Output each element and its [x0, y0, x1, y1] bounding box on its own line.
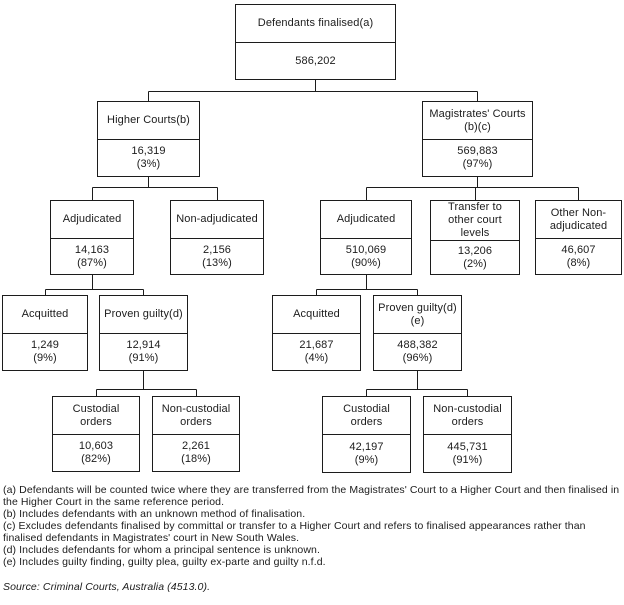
- node-percent: (97%): [462, 158, 493, 170]
- node-value: 10,603 (82%): [53, 435, 139, 471]
- node-value: 510,069 (90%): [321, 239, 411, 274]
- node-value: 2,156 (13%): [171, 239, 263, 274]
- node-transfer-other-court-levels: Transfer to other court levels 13,206 (2…: [430, 200, 520, 275]
- node-count: 10,603: [78, 440, 114, 452]
- node-value: 445,731 (91%): [424, 435, 511, 472]
- node-count: 13,206: [457, 244, 493, 257]
- node-percent: (87%): [77, 256, 107, 269]
- node-proven-guilty-higher: Proven guilty(d) 12,914 (91%): [99, 295, 188, 371]
- node-count: 2,261: [181, 440, 211, 452]
- node-custodial-orders-higher: Custodial orders 10,603 (82%): [52, 396, 140, 472]
- node-label: Higher Courts(b): [98, 102, 199, 140]
- node-percent: (9%): [33, 352, 57, 364]
- node-count: 46,607: [561, 243, 596, 256]
- node-percent: (9%): [354, 453, 379, 466]
- node-count: 2,156: [202, 243, 232, 256]
- node-percent: (18%): [181, 453, 211, 465]
- node-value: 586,202: [236, 43, 395, 79]
- node-label: Magistrates' Courts (b)(c): [423, 102, 532, 140]
- source-note: Source: Criminal Courts, Australia (4513…: [3, 581, 211, 593]
- node-value: 14,163 (87%): [51, 239, 133, 274]
- node-value: 2,261 (18%): [153, 435, 239, 471]
- node-count: 569,883: [457, 145, 498, 157]
- node-percent: (4%): [304, 352, 329, 364]
- node-count: 488,382: [397, 339, 438, 351]
- node-percent: (91%): [452, 453, 483, 466]
- connector-lines: [45, 80, 579, 396]
- footnote-a: (a) Defendants will be counted twice whe…: [3, 484, 620, 508]
- node-value: 16,319 (3%): [98, 140, 199, 176]
- node-non-adjudicated-higher: Non-adjudicated 2,156 (13%): [170, 200, 264, 275]
- node-label: Non-custodial orders: [153, 397, 239, 435]
- node-magistrates-courts: Magistrates' Courts (b)(c) 569,883 (97%): [422, 101, 533, 177]
- node-value: 12,914 (91%): [100, 334, 187, 370]
- footnote-e: (e) Includes guilty finding, guilty plea…: [3, 556, 326, 568]
- node-higher-courts: Higher Courts(b) 16,319 (3%): [97, 101, 200, 177]
- node-label: Proven guilty(d): [100, 296, 187, 334]
- node-percent: (8%): [566, 256, 591, 269]
- node-percent: (82%): [81, 453, 111, 465]
- node-label: Transfer to other court levels: [431, 201, 519, 241]
- node-label: Custodial orders: [323, 397, 410, 435]
- node-adjudicated-magistrates: Adjudicated 510,069 (90%): [320, 200, 412, 275]
- node-value: 46,607 (8%): [536, 239, 621, 274]
- node-value: 13,206 (2%): [431, 241, 519, 274]
- node-percent: (13%): [202, 256, 232, 269]
- node-label: Acquitted: [3, 296, 87, 334]
- node-non-custodial-orders-higher: Non-custodial orders 2,261 (18%): [152, 396, 240, 472]
- node-label: Acquitted: [273, 296, 360, 334]
- node-value: 21,687 (4%): [273, 334, 360, 370]
- node-value: 42,197 (9%): [323, 435, 410, 472]
- node-count: 1,249: [30, 339, 60, 351]
- node-proven-guilty-magistrates: Proven guilty(d)(e) 488,382 (96%): [373, 295, 462, 371]
- node-label: Adjudicated: [51, 201, 133, 239]
- node-count: 21,687: [299, 339, 334, 351]
- node-value: 488,382 (96%): [374, 334, 461, 370]
- node-count: 586,202: [295, 54, 336, 67]
- node-label: Other Non-adjudicated: [536, 201, 621, 239]
- node-custodial-orders-magistrates: Custodial orders 42,197 (9%): [322, 396, 411, 473]
- node-count: 14,163: [74, 243, 110, 256]
- node-count: 12,914: [126, 339, 161, 351]
- node-adjudicated-higher: Adjudicated 14,163 (87%): [50, 200, 134, 275]
- node-acquitted-magistrates: Acquitted 21,687 (4%): [272, 295, 361, 371]
- node-acquitted-higher: Acquitted 1,249 (9%): [2, 295, 88, 371]
- node-percent: (3%): [136, 158, 161, 170]
- node-label: Non-custodial orders: [424, 397, 511, 435]
- node-count: 510,069: [345, 243, 387, 256]
- node-label: Non-adjudicated: [171, 201, 263, 239]
- node-label: Adjudicated: [321, 201, 411, 239]
- node-count: 16,319: [131, 145, 166, 157]
- node-defendants-finalised: Defendants finalised(a) 586,202: [235, 4, 396, 80]
- footnote-c: (c) Excludes defendants finalised by com…: [3, 520, 586, 544]
- node-label: Defendants finalised(a): [236, 5, 395, 43]
- footnote-d: (d) Includes defendants for whom a princ…: [3, 544, 321, 556]
- footnotes-section: (a) Defendants will be counted twice whe…: [3, 484, 622, 593]
- node-value: 569,883 (97%): [423, 140, 532, 176]
- node-percent: (96%): [402, 352, 433, 364]
- node-label: Custodial orders: [53, 397, 139, 435]
- footnote-b: (b) Includes defendants with an unknown …: [3, 508, 306, 520]
- node-count: 42,197: [349, 440, 384, 453]
- node-count: 445,731: [447, 440, 488, 453]
- node-other-non-adjudicated: Other Non-adjudicated 46,607 (8%): [535, 200, 622, 275]
- node-label: Proven guilty(d)(e): [374, 296, 461, 334]
- node-percent: (2%): [463, 257, 487, 270]
- node-value: 1,249 (9%): [3, 334, 87, 370]
- node-percent: (91%): [128, 352, 159, 364]
- node-non-custodial-orders-magistrates: Non-custodial orders 445,731 (91%): [423, 396, 512, 473]
- node-percent: (90%): [351, 256, 381, 269]
